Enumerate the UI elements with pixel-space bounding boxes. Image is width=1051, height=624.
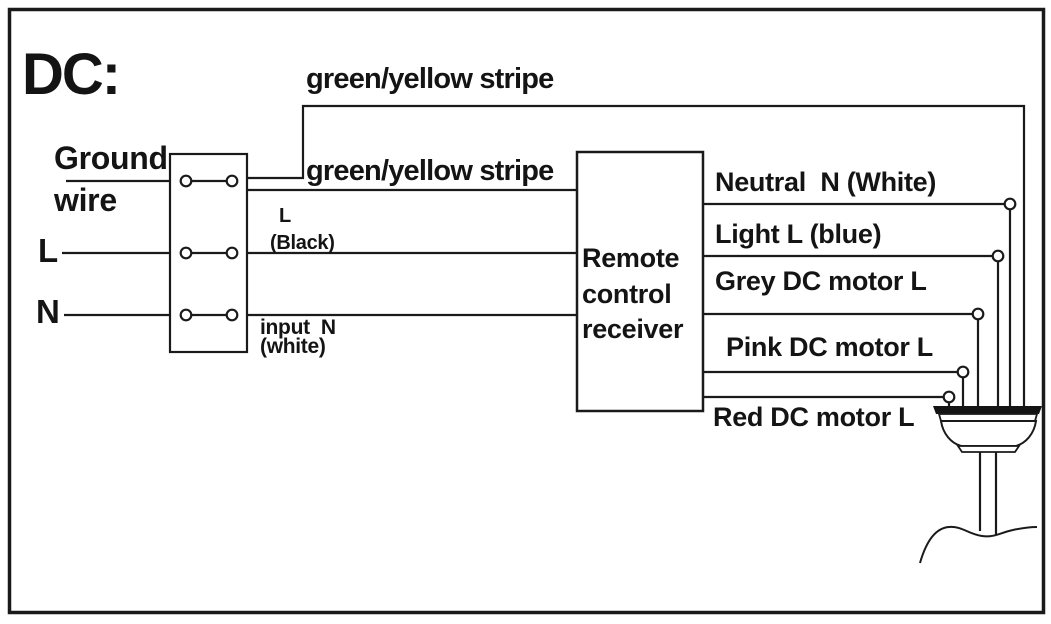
terminal-row-3 — [179, 308, 239, 322]
output-label-light: Light L (blue) — [715, 219, 882, 249]
ground-wire-to-fan-path — [247, 104, 1026, 408]
output-wire-red — [703, 390, 956, 408]
ground-stripe-label-top: green/yellow stripe — [306, 63, 554, 95]
receiver-box — [575, 150, 705, 413]
output-label-neutral: Neutral N (White) — [715, 167, 937, 197]
output-label-grey: Grey DC motor L — [715, 266, 927, 296]
receiver-label: Remote control receiver — [582, 243, 684, 345]
canopy-bowl — [939, 420, 1038, 447]
wire-terminal — [942, 390, 956, 404]
break-line — [919, 525, 1038, 564]
mains-lead-wires — [62, 179, 170, 317]
ceiling-fan-canopy — [933, 406, 1042, 453]
canopy-ring — [937, 413, 1039, 422]
canopy-top-plate — [933, 406, 1042, 414]
neutral-input-label: N — [36, 293, 60, 330]
diagram-frame — [7, 7, 1046, 615]
input-terminal-block — [168, 152, 249, 354]
input-neutral-sublabel: (white) — [260, 335, 326, 358]
canopy-collar — [956, 445, 1021, 453]
live-black-label: L — [279, 205, 291, 227]
wire-terminal — [991, 249, 1005, 263]
ground-stripe-label-mid: green/yellow stripe — [306, 155, 554, 187]
dc-title: DC: — [22, 42, 121, 107]
live-black-sublabel: (Black) — [270, 232, 335, 254]
terminal-row-2 — [179, 246, 239, 260]
output-label-pink: Pink DC motor L — [726, 332, 934, 362]
live-input-label: L — [38, 232, 58, 269]
ground-wire-label: Ground wire — [54, 140, 168, 218]
output-label-red: Red DC motor L — [713, 402, 915, 432]
wire-terminal — [956, 365, 970, 379]
output-wire-grey — [703, 307, 985, 408]
wire-terminal — [971, 307, 985, 321]
fan-downrod — [978, 452, 998, 535]
output-wire-neutral — [703, 197, 1017, 408]
input-neutral-label: input N — [260, 316, 336, 339]
output-wire-pink — [703, 365, 970, 408]
terminal-row-1 — [179, 174, 239, 188]
output-wires — [703, 197, 1017, 408]
wire-terminal — [1003, 197, 1017, 211]
output-wire-light — [703, 249, 1005, 408]
